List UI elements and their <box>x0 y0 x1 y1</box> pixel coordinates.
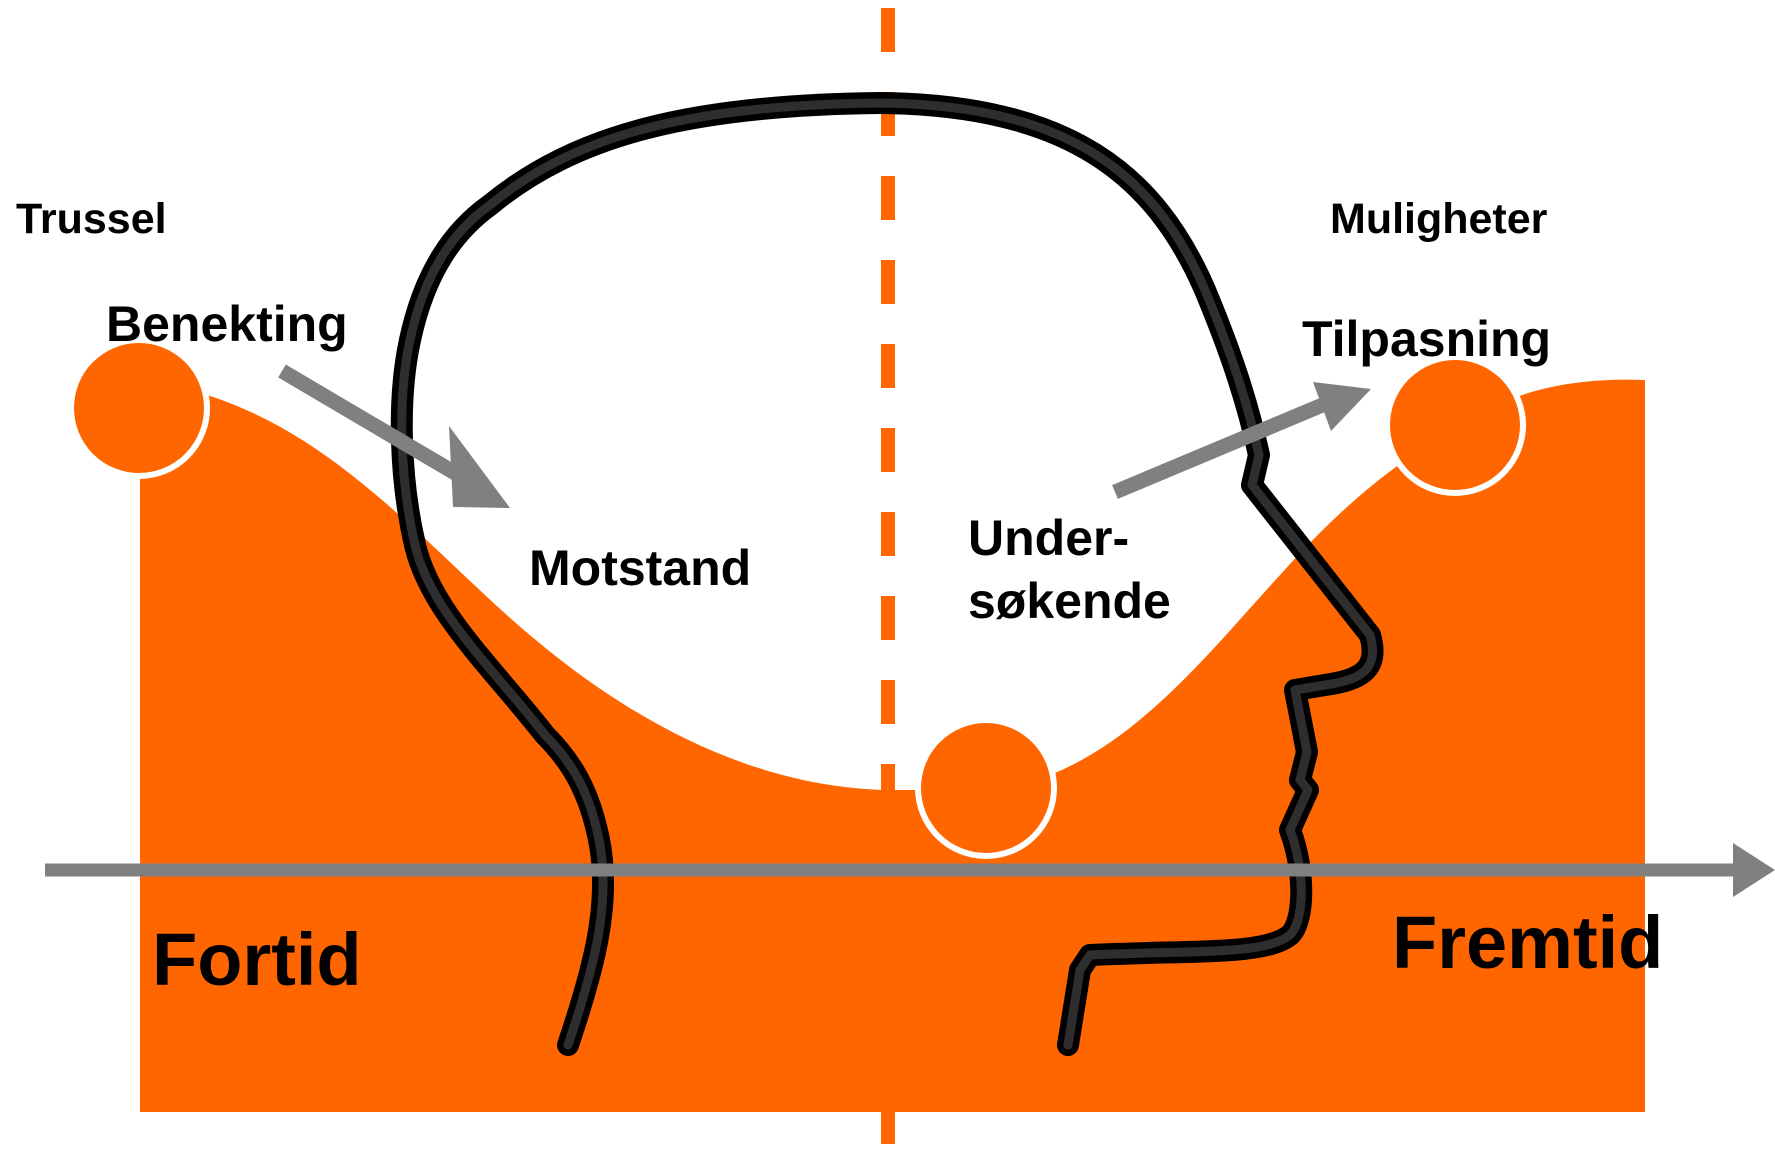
denial-label: Benekting <box>106 296 348 352</box>
threat-label: Trussel <box>16 195 167 243</box>
denial-to-resistance-arrowhead <box>449 426 510 508</box>
exploring-to-adaptation-arrow <box>1112 394 1335 499</box>
denial-to-resistance-arrow <box>278 364 476 490</box>
adaptation-phase-marker <box>1384 354 1526 496</box>
time-axis-arrowhead <box>1733 843 1775 897</box>
adaptation-label: Tilpasning <box>1302 311 1551 367</box>
change-curve-area <box>140 379 1645 1113</box>
exploring-label-line1: Under- <box>968 510 1129 566</box>
head-silhouette-inner <box>397 98 1378 1050</box>
exploring-phase-marker <box>915 717 1057 859</box>
opportunities-label: Muligheter <box>1330 195 1548 243</box>
resistance-label: Motstand <box>529 540 751 596</box>
exploring-to-adaptation-arrowhead <box>1313 382 1371 431</box>
future-label: Fremtid <box>1392 901 1663 984</box>
exploring-label-line2: søkende <box>968 573 1171 629</box>
denial-phase-marker <box>68 337 210 479</box>
past-label: Fortid <box>152 918 362 1001</box>
